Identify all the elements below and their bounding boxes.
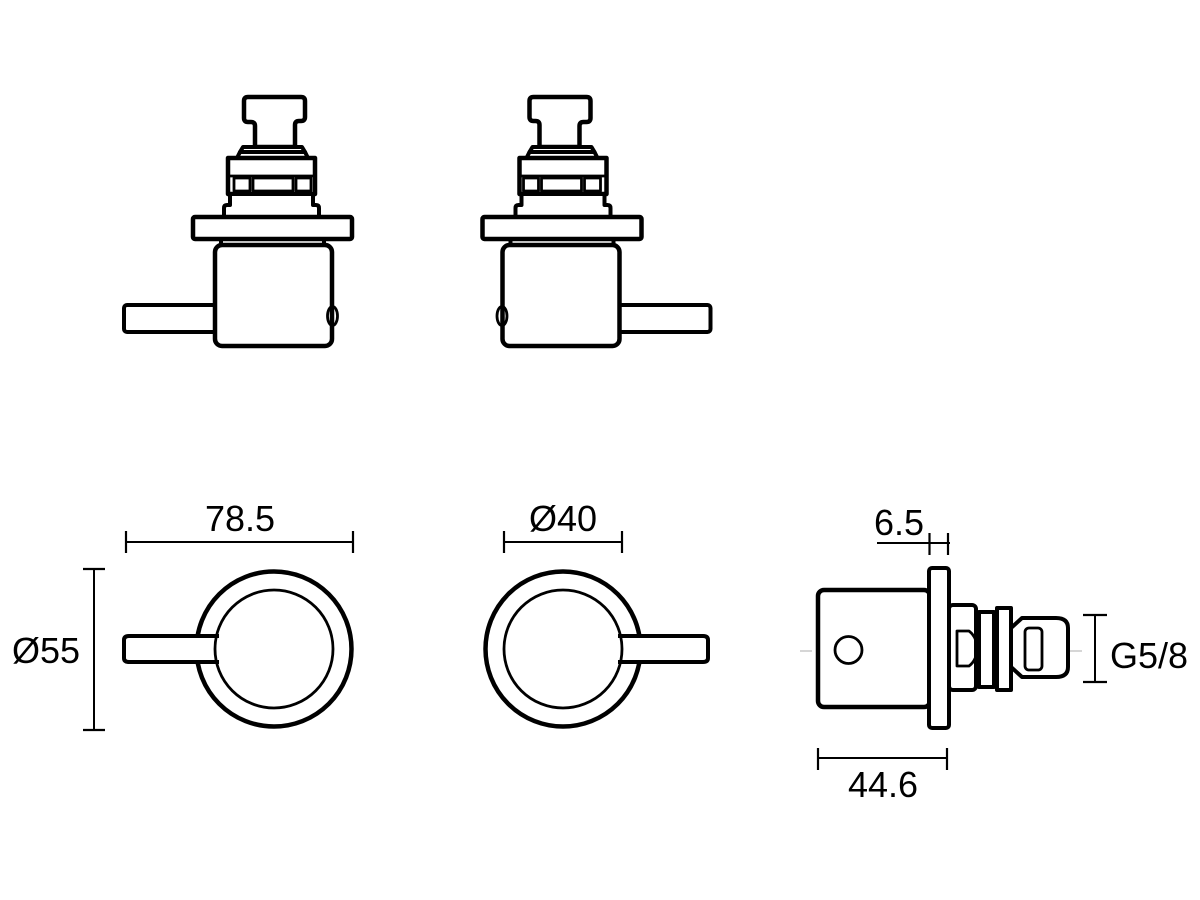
dim-body-diameter: Ø40 (529, 498, 597, 539)
valve-body (212, 242, 335, 349)
wall-flange (190, 214, 355, 242)
dim-thread-size: G5/8 (1110, 635, 1188, 676)
dim-flange-diameter: Ø55 (12, 630, 80, 671)
outlet-pipe-front (618, 634, 710, 664)
side-port-bump (326, 305, 339, 327)
outlet-pipe-front (122, 634, 219, 664)
dim-body-depth: 44.6 (848, 764, 918, 805)
bonnet-detail-left (232, 176, 252, 193)
bonnet-lower-neck (222, 192, 321, 220)
spindle-head (241, 94, 308, 150)
flange-outer-circle (483, 569, 643, 729)
side-view-outlet-left (122, 94, 355, 349)
bonnet-detail-right (294, 176, 313, 193)
flange-outer-circle (194, 569, 354, 729)
body-side-hole (833, 635, 864, 665)
profile-view-cartridge: 6.5 44.6 G5/8 (800, 502, 1188, 805)
dim-flange-thickness: 6.5 (874, 502, 924, 543)
spigot-slot (1023, 626, 1044, 672)
outlet-pipe (122, 303, 221, 334)
body-inner-circle (213, 588, 335, 710)
dim-overall-width: 78.5 (205, 498, 275, 539)
wall-flange-profile (927, 566, 951, 730)
front-view-outlet-left: 78.5 Ø55 (12, 498, 355, 732)
seal-ring-1 (977, 610, 996, 689)
bonnet-detail-center (251, 176, 295, 193)
body-inner-circle (502, 588, 624, 710)
bonnet-base (947, 603, 978, 692)
side-view-outlet-right (483, 97, 711, 346)
front-view-outlet-right: Ø40 (483, 498, 710, 729)
seal-ring-2 (995, 606, 1013, 692)
